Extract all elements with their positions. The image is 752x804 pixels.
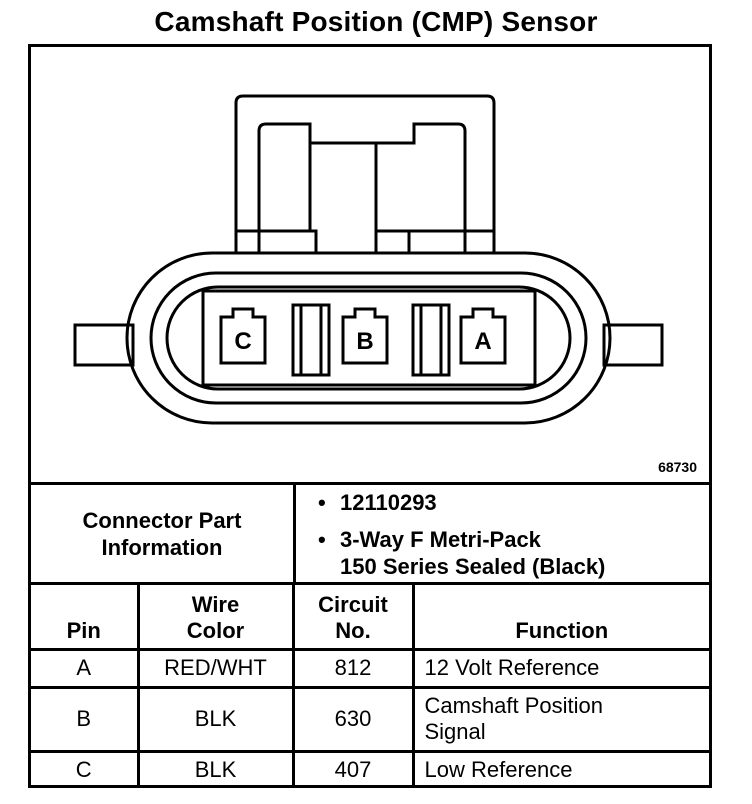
function-line2: Signal bbox=[424, 719, 486, 744]
connector-inner bbox=[165, 285, 572, 391]
pin-cavity-a bbox=[459, 307, 507, 365]
wire-color-cell: RED/WHT bbox=[136, 647, 295, 689]
table-row: B BLK 630 Camshaft Position Signal bbox=[31, 685, 709, 753]
function-line1: Low Reference bbox=[424, 757, 573, 783]
function-cell: Low Reference bbox=[411, 749, 709, 788]
latch-inner bbox=[257, 122, 467, 253]
header-function: Function bbox=[411, 585, 709, 651]
connector-drawing: C B A bbox=[73, 94, 664, 425]
header-circuit: Circuit No. bbox=[291, 585, 415, 651]
circuit-cell: 812 bbox=[291, 647, 415, 689]
pin-label-a: A bbox=[474, 328, 491, 355]
table-row: A RED/WHT 812 12 Volt Reference bbox=[31, 647, 709, 689]
cavity-area bbox=[201, 289, 537, 387]
connector-description-line2: 150 Series Sealed (Black) bbox=[340, 554, 606, 579]
pin-cell: C bbox=[31, 749, 140, 788]
table-header-row: Pin Wire Color Circuit No. Function bbox=[31, 585, 709, 651]
header-wire-color-line2: Color bbox=[186, 617, 245, 643]
pin-label-b: B bbox=[356, 328, 373, 355]
pinout-table: Pin Wire Color Circuit No. Function A RE… bbox=[31, 582, 709, 788]
separator-ba bbox=[411, 303, 451, 377]
left-ear bbox=[73, 323, 135, 367]
pin-cavity-b bbox=[341, 307, 389, 365]
function-cell: 12 Volt Reference bbox=[411, 647, 709, 689]
connector-info-label-line2: Information bbox=[101, 534, 223, 560]
connector-info-label: Connector Part Information bbox=[31, 485, 296, 582]
header-wire-color: Wire Color bbox=[136, 585, 295, 651]
pin-label-c: C bbox=[234, 328, 251, 355]
latch-stem bbox=[308, 143, 411, 253]
pin-cavity-c bbox=[219, 307, 267, 365]
pin-cell: A bbox=[31, 647, 140, 689]
connector-info-section: Connector Part Information 12110293 3-Wa… bbox=[31, 482, 709, 582]
header-pin: Pin bbox=[31, 585, 140, 651]
header-circuit-line1: Circuit bbox=[318, 591, 388, 617]
table-row: C BLK 407 Low Reference bbox=[31, 749, 709, 788]
function-line1: Camshaft Position bbox=[424, 693, 604, 718]
connector-description-line1: 3-Way F Metri-Pack bbox=[318, 526, 709, 553]
wire-color-cell: BLK bbox=[136, 685, 295, 753]
right-ear bbox=[602, 323, 664, 367]
connector-info-details: 12110293 3-Way F Metri-Pack 150 Series S… bbox=[296, 485, 709, 582]
connector-frame: C B A 68730 Connector Part Information 1… bbox=[28, 44, 712, 788]
connector-mid bbox=[149, 271, 588, 405]
connector-outer bbox=[125, 251, 612, 425]
circuit-cell: 407 bbox=[291, 749, 415, 788]
wire-color-cell: BLK bbox=[136, 749, 295, 788]
header-wire-color-line1: Wire bbox=[191, 591, 240, 617]
function-cell: Camshaft Position Signal bbox=[411, 685, 709, 753]
connector-diagram: C B A 68730 bbox=[31, 47, 709, 482]
page-title: Camshaft Position (CMP) Sensor bbox=[154, 6, 598, 37]
latch-outer bbox=[234, 94, 496, 253]
separator-cb bbox=[291, 303, 331, 377]
header-circuit-line2: No. bbox=[335, 617, 371, 643]
connector-info-label-line1: Connector Part bbox=[82, 507, 242, 533]
circuit-cell: 630 bbox=[291, 685, 415, 753]
figure-reference-number: 68730 bbox=[658, 459, 697, 475]
function-line1: 12 Volt Reference bbox=[424, 655, 600, 680]
pin-cell: B bbox=[31, 685, 140, 753]
part-number: 12110293 bbox=[318, 489, 709, 516]
